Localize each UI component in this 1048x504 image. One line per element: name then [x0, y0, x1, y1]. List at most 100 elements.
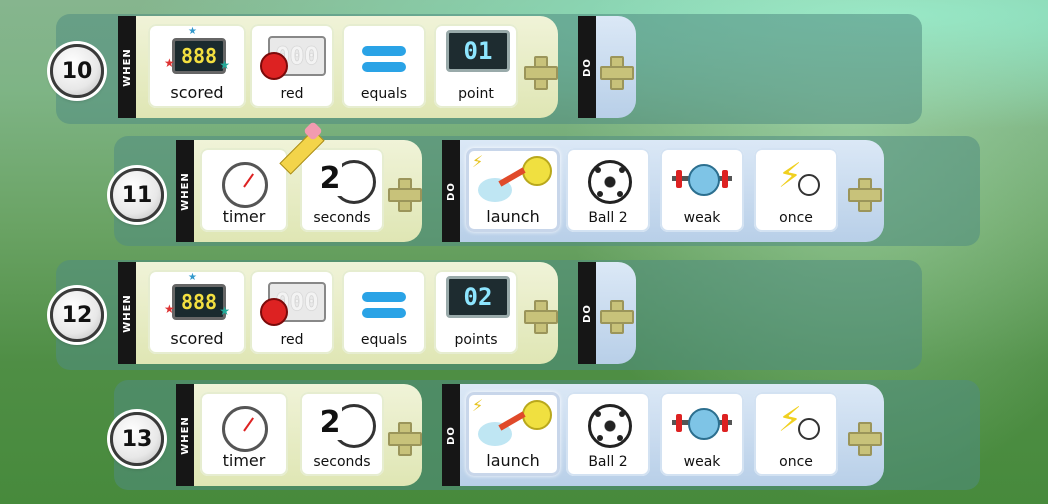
pencil-icon	[268, 121, 325, 180]
points-tile[interactable]: 02 points	[434, 270, 518, 354]
equals-icon	[362, 290, 406, 320]
soccer-ball-icon	[588, 404, 632, 448]
tile-label: seconds	[313, 454, 371, 470]
once-tile[interactable]: ⚡ once	[754, 392, 838, 476]
rule-number-badge[interactable]: 13	[110, 412, 164, 466]
scored-tile[interactable]: 888 ★ ★ ★ scored	[148, 270, 246, 354]
equals-icon	[362, 44, 406, 74]
when-label: WHEN	[121, 47, 133, 87]
red-team-icon: 000	[254, 276, 330, 328]
tile-label: launch	[486, 451, 540, 470]
do-label: DO	[445, 181, 457, 201]
do-tab[interactable]: DO	[578, 16, 596, 118]
tile-label: equals	[360, 86, 408, 102]
tile-label: points	[454, 332, 498, 348]
tile-label: scored	[170, 329, 224, 348]
when-panel[interactable]: WHEN 888 ★ ★ ★ scored 000 red equals 01 …	[118, 16, 558, 118]
when-tab[interactable]: WHEN	[118, 262, 136, 364]
red-tile[interactable]: 000 red	[250, 24, 334, 108]
tile-label: timer	[222, 207, 266, 226]
tile-label: Ball 2	[588, 210, 628, 226]
two-seconds-icon: 2	[318, 402, 376, 448]
when-label: WHEN	[179, 171, 191, 211]
ball-tile[interactable]: Ball 2	[566, 392, 650, 476]
add-do-plus-icon[interactable]	[598, 298, 634, 334]
weak-tile[interactable]: weak	[660, 392, 744, 476]
seconds-digit: 2	[318, 405, 342, 440]
do-tab[interactable]: DO	[442, 140, 460, 242]
when-tab[interactable]: WHEN	[176, 384, 194, 486]
weak-icon	[672, 406, 732, 442]
tile-label: once	[779, 454, 813, 470]
when-tab[interactable]: WHEN	[118, 16, 136, 118]
when-tab[interactable]: WHEN	[176, 140, 194, 242]
red-tile[interactable]: 000 red	[250, 270, 334, 354]
do-panel[interactable]: DO ⚡ launch Ball 2 weak ⚡ o	[442, 384, 884, 486]
do-tab[interactable]: DO	[442, 384, 460, 486]
tile-label: Ball 2	[588, 454, 628, 470]
launch-icon: ⚡	[472, 152, 552, 208]
once-tile[interactable]: ⚡ once	[754, 148, 838, 232]
soccer-ball-icon	[588, 160, 632, 204]
ball-tile[interactable]: Ball 2	[566, 148, 650, 232]
rule-number-badge[interactable]: 10	[50, 44, 104, 98]
when-label: WHEN	[179, 415, 191, 455]
point-counter-icon: 01	[446, 30, 510, 72]
equals-tile[interactable]: equals	[342, 270, 426, 354]
tile-label: equals	[360, 332, 408, 348]
do-label: DO	[581, 303, 593, 323]
when-panel[interactable]: WHEN 888 ★ ★ ★ scored 000 red equals 02 …	[118, 262, 558, 364]
tile-label: weak	[683, 454, 721, 470]
scoreboard-icon: 888 ★ ★ ★	[164, 272, 230, 320]
do-tab[interactable]: DO	[578, 262, 596, 364]
tile-label: red	[280, 332, 304, 348]
launch-tile[interactable]: ⚡ launch	[466, 392, 560, 476]
rule-number-badge[interactable]: 12	[50, 288, 104, 342]
add-when-plus-icon[interactable]	[522, 54, 558, 90]
timer-tile[interactable]: timer	[200, 148, 288, 232]
tile-label: seconds	[313, 210, 371, 226]
red-team-icon: 000	[254, 30, 330, 82]
do-panel[interactable]: DO ⚡ launch Ball 2 weak ⚡ o	[442, 140, 884, 242]
tile-label: point	[458, 86, 494, 102]
two-seconds-icon: 2	[318, 158, 376, 204]
add-do-plus-icon[interactable]	[846, 420, 882, 456]
scored-tile[interactable]: 888 ★ ★ ★ scored	[148, 24, 246, 108]
timer-icon	[222, 406, 268, 452]
point-tile[interactable]: 01 point	[434, 24, 518, 108]
add-when-plus-icon[interactable]	[386, 176, 422, 212]
when-panel[interactable]: WHEN timer 2 seconds	[176, 140, 422, 242]
equals-tile[interactable]: equals	[342, 24, 426, 108]
tile-label: scored	[170, 83, 224, 102]
do-panel[interactable]: DO	[578, 262, 636, 364]
when-label: WHEN	[121, 293, 133, 333]
weak-tile[interactable]: weak	[660, 148, 744, 232]
launch-icon: ⚡	[472, 396, 552, 452]
add-when-plus-icon[interactable]	[386, 420, 422, 456]
tile-label: weak	[683, 210, 721, 226]
once-icon: ⚡	[776, 156, 822, 202]
scoreboard-digits: 888	[172, 38, 226, 74]
seconds-tile[interactable]: 2 seconds	[300, 392, 384, 476]
weak-icon	[672, 162, 732, 198]
rule-number-badge[interactable]: 11	[110, 168, 164, 222]
add-when-plus-icon[interactable]	[522, 298, 558, 334]
do-label: DO	[581, 57, 593, 77]
point-counter-icon: 02	[446, 276, 510, 318]
timer-icon	[222, 162, 268, 208]
scoreboard-digits: 888	[172, 284, 226, 320]
tile-label: once	[779, 210, 813, 226]
tile-label: timer	[222, 451, 266, 470]
seconds-digit: 2	[318, 161, 342, 196]
add-do-plus-icon[interactable]	[598, 54, 634, 90]
tile-label: launch	[486, 207, 540, 226]
once-icon: ⚡	[776, 400, 822, 446]
do-panel[interactable]: DO	[578, 16, 636, 118]
scoreboard-icon: 888 ★ ★ ★	[164, 26, 230, 74]
do-label: DO	[445, 425, 457, 445]
when-panel[interactable]: WHEN timer 2 seconds	[176, 384, 422, 486]
timer-tile[interactable]: timer	[200, 392, 288, 476]
seconds-tile[interactable]: 2 seconds	[300, 148, 384, 232]
add-do-plus-icon[interactable]	[846, 176, 882, 212]
launch-tile[interactable]: ⚡ launch	[466, 148, 560, 232]
